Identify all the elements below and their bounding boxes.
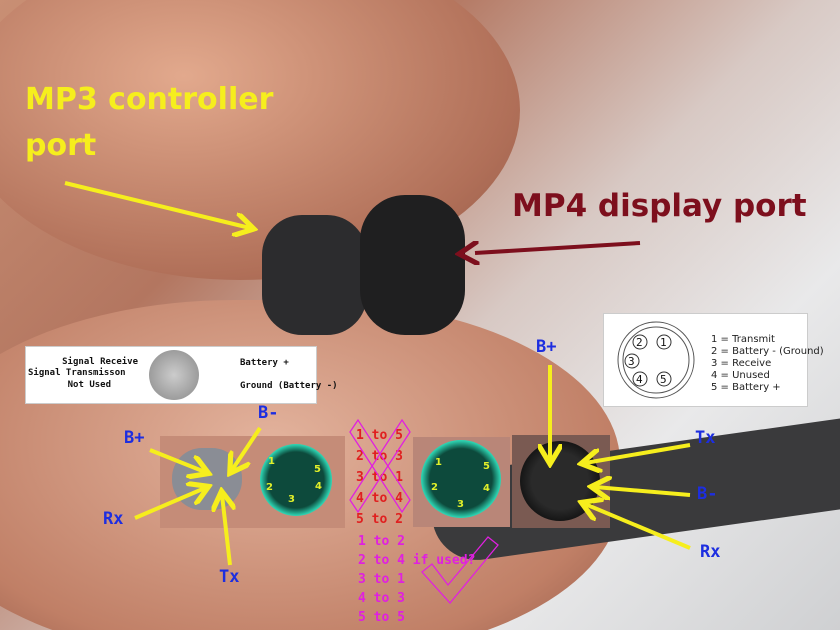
legend-item: 2 = Battery - (Ground) bbox=[711, 346, 824, 357]
mp4-arrow bbox=[475, 243, 641, 253]
mp3-port-label-2: port bbox=[25, 128, 97, 163]
mapping-item: 3 to 1 bbox=[358, 572, 405, 587]
green-pin-2: 2 bbox=[266, 482, 273, 493]
wrong-mapping-list: 1 to 5 2 to 3 3 to 1 4 to 4 5 to 2 bbox=[356, 425, 403, 530]
legend-item: 1 = Transmit bbox=[711, 334, 775, 345]
green-pin-2: 2 bbox=[431, 482, 438, 493]
green-pin-3: 3 bbox=[457, 499, 464, 510]
label-left-bplus: B+ bbox=[124, 428, 145, 448]
green-pin-1: 1 bbox=[268, 456, 275, 467]
legend-item: 4 = Unused bbox=[711, 370, 770, 381]
pin-1: 1 bbox=[660, 336, 667, 349]
pin-2: 2 bbox=[636, 336, 643, 349]
correct-mapping-list: 1 to 2 2 to 4 if used? 3 to 1 4 to 3 5 t… bbox=[358, 532, 475, 627]
label-right-bminus: B- bbox=[697, 484, 718, 504]
mapping-item: 5 to 5 bbox=[358, 610, 405, 625]
label-right-bplus: B+ bbox=[536, 337, 557, 357]
mapping-item: 5 to 2 bbox=[356, 512, 403, 527]
mapping-item: 4 to 4 bbox=[356, 491, 403, 506]
connector-face-icon bbox=[149, 350, 199, 400]
green-pin-4: 4 bbox=[315, 481, 322, 492]
pin-circle-icon bbox=[617, 321, 695, 399]
pin-legend: 1 = Transmit 2 = Battery - (Ground) 3 = … bbox=[711, 334, 824, 394]
mapping-item: 1 to 5 bbox=[356, 428, 403, 443]
pin-3: 3 bbox=[628, 355, 635, 368]
label-left-tx: Tx bbox=[219, 567, 240, 587]
mp3-port-label: MP3 controller bbox=[25, 82, 274, 117]
mp3-connector bbox=[262, 215, 367, 335]
label-right-tx: Tx bbox=[695, 428, 716, 448]
mp4-pinout-diagram: 2 1 3 4 5 1 = Transmit 2 = Battery - (Gr… bbox=[603, 313, 824, 407]
green-pin-3: 3 bbox=[288, 494, 295, 505]
ground-label: Ground (Battery -) bbox=[240, 381, 338, 391]
green-pin-5: 5 bbox=[314, 464, 321, 475]
legend-item: 3 = Receive bbox=[711, 358, 772, 369]
signal-receive-label: Signal Receive bbox=[62, 357, 138, 367]
connector-closeup-green: 1 2 3 4 5 bbox=[413, 437, 510, 527]
mapping-item: 4 to 3 bbox=[358, 591, 405, 606]
pin-4: 4 bbox=[636, 373, 643, 386]
mp4-connector bbox=[360, 195, 465, 335]
mapping-item: 3 to 1 bbox=[356, 470, 403, 485]
label-right-rx: Rx bbox=[700, 542, 721, 562]
label-left-bminus: B- bbox=[258, 403, 279, 423]
green-pin-4: 4 bbox=[483, 483, 490, 494]
mapping-item: 2 to 4 if used? bbox=[358, 553, 476, 568]
not-used-label: Not Used bbox=[67, 380, 111, 390]
battery-plus-label: Battery + bbox=[240, 358, 289, 368]
mapping-item: 1 to 2 bbox=[358, 534, 405, 549]
pin-5: 5 bbox=[660, 373, 667, 386]
mp4-port-label: MP4 display port bbox=[512, 188, 807, 224]
legend-item: 5 = Battery + bbox=[711, 382, 781, 393]
label-left-rx: Rx bbox=[103, 509, 124, 529]
connector-closeup-left: 1 2 3 4 5 bbox=[160, 436, 345, 528]
green-pin-1: 1 bbox=[435, 457, 442, 468]
connector-closeup-black bbox=[512, 435, 610, 528]
mapping-item: 2 to 3 bbox=[356, 449, 403, 464]
signal-transmission-label: Signal Transmisson bbox=[28, 368, 126, 378]
green-pin-5: 5 bbox=[483, 461, 490, 472]
mp3-pinout-diagram: Signal Receive Signal Transmisson Not Us… bbox=[25, 346, 338, 404]
